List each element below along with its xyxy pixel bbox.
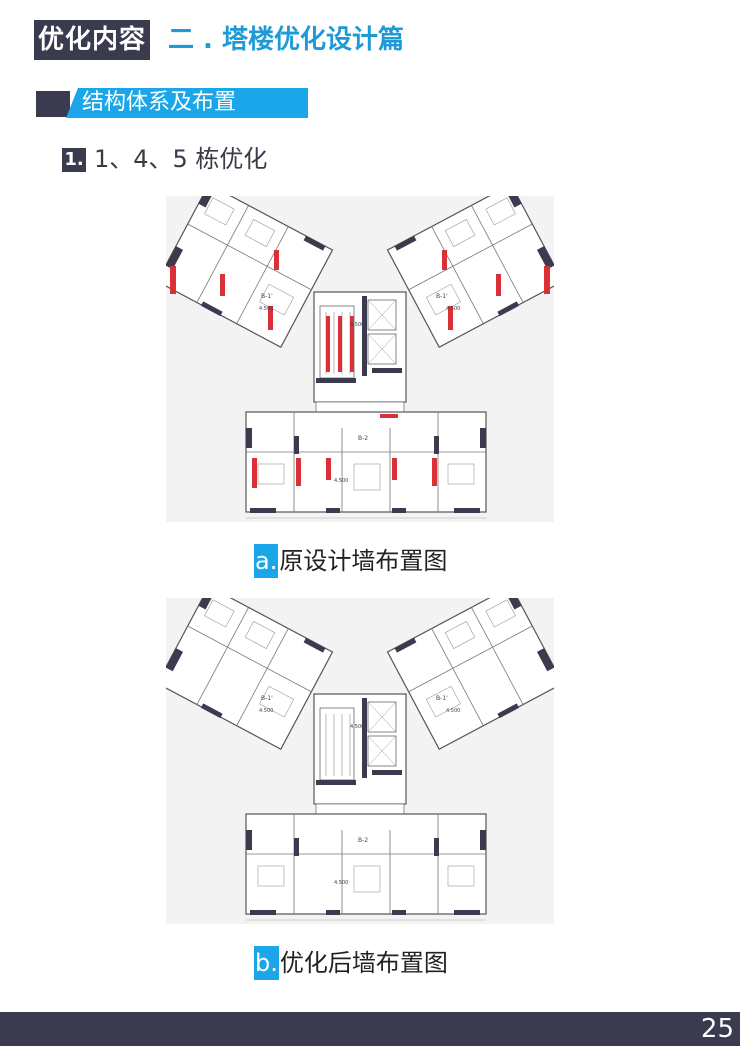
figure-letter: b. [254, 946, 279, 980]
elevation-label: 4.500 [446, 708, 460, 714]
floor-plan-drawing: B-1' B-1' 4.500 4.500 4.500 B-2 4.500 [166, 598, 554, 921]
elevation-label: 4.500 [350, 724, 364, 730]
figure-caption-a: a.原设计墙布置图 [254, 544, 447, 578]
page-title: 二 . 塔楼优化设计篇 [168, 25, 404, 55]
unit-label: B-2 [358, 435, 368, 442]
elevation-label: 4.500 [334, 478, 348, 484]
item-number-badge: 1. [62, 148, 86, 172]
figure-caption-text: 原设计墙布置图 [279, 547, 448, 575]
subtitle-bar-dark-block [36, 91, 70, 117]
floor-plan-drawing: B-1' B-1' 4.500 4.500 4.500 B-2 4.500 [166, 196, 554, 519]
unit-label: B-1' [261, 293, 273, 300]
removed-walls [170, 250, 550, 488]
elevation-label: 4.500 [446, 306, 460, 312]
figure-caption-text: 优化后墙布置图 [279, 949, 448, 977]
floor-plan-optimized: B-1' B-1' 4.500 4.500 4.500 B-2 4.500 [166, 598, 554, 924]
figure-letter: a. [254, 544, 279, 578]
item-heading: 1、4、5 栋优化 [94, 145, 268, 173]
unit-label: B-2 [358, 837, 368, 844]
subtitle-bar: 结构体系及布置 [36, 88, 308, 118]
unit-label: B-1' [436, 293, 448, 300]
figure-caption-b: b.优化后墙布置图 [254, 946, 448, 980]
unit-label: B-1' [436, 695, 448, 702]
subtitle-bar-blue-block [66, 88, 308, 118]
unit-label: B-1' [261, 695, 273, 702]
floor-plan-original: B-1' B-1' 4.500 4.500 4.500 B-2 4.500 [166, 196, 554, 522]
elevation-label: 4.500 [350, 322, 364, 328]
elevation-label: 4.500 [334, 880, 348, 886]
section-tag: 优化内容 [34, 20, 151, 60]
elevation-label: 4.500 [259, 306, 273, 312]
page-number: 25 [700, 1014, 734, 1044]
elevation-label: 4.500 [259, 708, 273, 714]
subtitle-text: 结构体系及布置 [82, 90, 237, 115]
footer-bar: 25 [0, 1012, 740, 1046]
